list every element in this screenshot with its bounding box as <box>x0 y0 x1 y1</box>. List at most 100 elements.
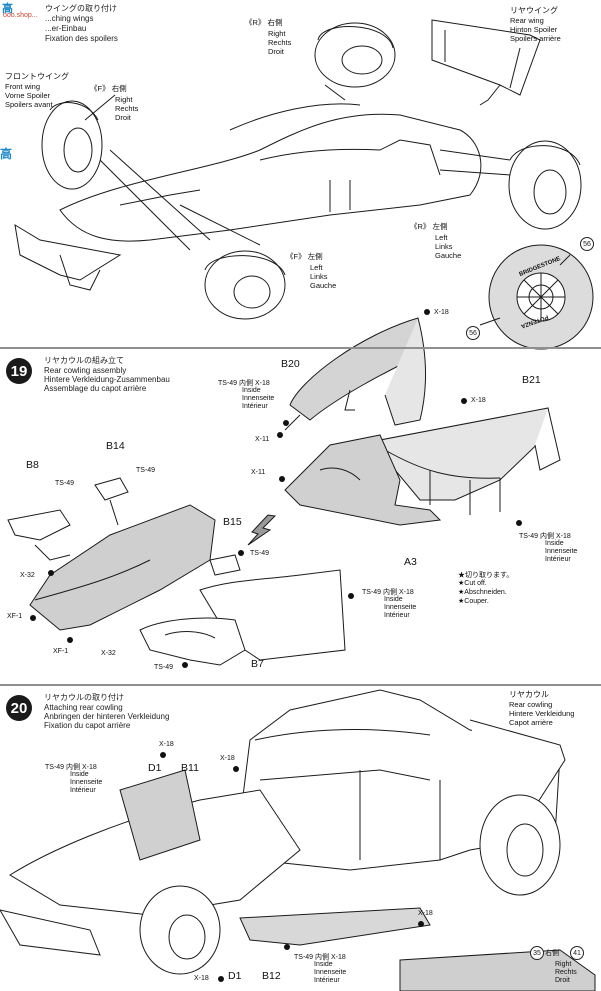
f-right-en: Right <box>115 95 133 104</box>
ts49-inside-label-4: TS-49 内側 X-18 <box>45 764 97 771</box>
x11-label-1: X-11 <box>255 436 270 443</box>
screw-dot <box>284 944 290 950</box>
inside-en-4: Inside <box>70 771 89 778</box>
screw-dot <box>283 420 289 426</box>
rear-wing-fr: Spoilers arrière <box>510 34 561 43</box>
cut-en: ★Cut off. <box>458 580 487 587</box>
step18-title-de: ...er-Einbau <box>45 24 87 33</box>
screw-dot <box>238 550 244 556</box>
front-wing-fr: Spoilers avant <box>5 100 53 109</box>
r-right-fr: Droit <box>268 47 284 56</box>
rear-wing-jp: リヤウイング <box>510 6 558 15</box>
inside-fr-1: Intérieur <box>242 403 268 410</box>
front-wing-de: Vorne Spoiler <box>5 91 51 100</box>
front-wing-jp: フロントウイング <box>5 72 69 81</box>
inside-de-4: Innenseite <box>70 779 103 786</box>
screw-dot <box>424 309 430 315</box>
decal-right-de: Rechts <box>555 969 577 976</box>
part-b21: B21 <box>522 374 541 386</box>
decal-right-fr: Droit <box>555 977 570 984</box>
front-wing-en: Front wing <box>5 82 41 91</box>
part-b15: B15 <box>223 516 242 528</box>
step19-title-fr: Assemblage du capot arrière <box>44 384 147 393</box>
inside-de-3: Innenseite <box>545 548 578 555</box>
screw-dot <box>160 752 166 758</box>
step20-title-fr: Fixation du capot arrière <box>44 721 131 730</box>
step20-title-jp: リヤカウルの取り付け <box>44 693 124 702</box>
inside-fr-5: Intérieur <box>314 977 340 984</box>
rear-cowl-jp: リヤカウル <box>509 690 549 699</box>
part-b8: B8 <box>26 459 39 471</box>
r-right-en: Right <box>268 29 286 38</box>
divider-18-19 <box>0 347 601 349</box>
cut-jp: ★切り取ります。 <box>458 572 514 579</box>
screw-dot <box>182 662 188 668</box>
inside-en-1: Inside <box>242 387 261 394</box>
screw-dot <box>516 520 522 526</box>
step19-number: 19 <box>6 358 32 384</box>
rear-wing-de: Hinton Spoiler <box>510 25 558 34</box>
step20-title-en: Attaching rear cowling <box>44 703 123 712</box>
step19-title-jp: リヤカウルの組み立て <box>44 356 124 365</box>
xf1-label-1: XF-1 <box>7 613 23 620</box>
inside-en-3: Inside <box>545 540 564 547</box>
part-b11: B11 <box>181 762 199 774</box>
f-right-fr: Droit <box>115 113 131 122</box>
part-b14: B14 <box>106 440 125 452</box>
decal-56-top: 56 <box>580 237 594 251</box>
inside-fr-2: Intérieur <box>384 612 410 619</box>
inside-de-5: Innenseite <box>314 969 347 976</box>
r-left-de: Links <box>435 242 453 251</box>
screw-dot <box>348 593 354 599</box>
watermark-url: ooo.shop... <box>3 12 38 19</box>
ts49-inside-label-2: TS-49 内側 X-18 <box>362 589 414 596</box>
cut-de: ★Abschneiden. <box>458 589 507 596</box>
step20-number: 20 <box>6 695 32 721</box>
decal-right-en: Right <box>555 961 572 968</box>
screw-dot <box>461 398 467 404</box>
rear-wing-en: Rear wing <box>510 16 544 25</box>
f-left-mark: 《F》 左側 <box>286 252 323 261</box>
x18-label: X-18 <box>434 309 449 316</box>
ts49-inside-label-5: TS-49 内側 X-18 <box>294 954 346 961</box>
part-d1-bottom: D1 <box>228 970 242 982</box>
decal-41: 41 <box>570 946 584 960</box>
x18-label-5: X-18 <box>418 910 433 917</box>
x32-label-2: X-32 <box>101 650 116 657</box>
rear-cowl-de: Hintere Verkleidung <box>509 709 575 718</box>
side-watermark: 高 <box>0 147 13 161</box>
step18-title-fr: Fixation des spoilers <box>45 34 118 43</box>
decal-35: 35 <box>530 946 544 960</box>
inside-de-2: Innenseite <box>384 604 417 611</box>
decal-right-jp: 右側 <box>545 950 559 957</box>
ts49-label-1: TS-49 <box>136 467 156 474</box>
f-right-de: Rechts <box>115 104 139 113</box>
x32-label-1: X-32 <box>20 572 35 579</box>
r-right-mark: 《R》 右側 <box>245 18 283 27</box>
inside-fr-4: Intérieur <box>70 787 96 794</box>
ts49-label-4: TS-49 <box>154 664 174 671</box>
screw-dot <box>48 570 54 576</box>
x18-label-4: X-18 <box>220 755 235 762</box>
divider-19-20 <box>0 684 601 686</box>
rear-cowl-fr: Capot arrière <box>509 718 553 727</box>
r-left-en: Left <box>435 233 448 242</box>
x18-label-3: X-18 <box>159 741 174 748</box>
step19-title-en: Rear cowling assembly <box>44 366 127 375</box>
inside-fr-3: Intérieur <box>545 556 571 563</box>
part-b20: B20 <box>281 358 300 370</box>
ts49-label-2: TS-49 <box>55 480 75 487</box>
screw-dot <box>418 921 424 927</box>
x11-label-2: X-11 <box>251 469 266 476</box>
ts49-label-3: TS-49 <box>250 550 270 557</box>
part-b7: B7 <box>251 658 264 670</box>
f-left-de: Links <box>310 272 328 281</box>
f-right-mark: 《F》 右側 <box>90 84 127 93</box>
xf1-label-2: XF-1 <box>53 648 69 655</box>
step18-title-en: ...ching wings <box>45 14 94 23</box>
rear-cowl-en: Rear cowling <box>509 700 553 709</box>
r-right-de: Rechts <box>268 38 292 47</box>
x18-label-6: X-18 <box>194 975 209 982</box>
inside-en-5: Inside <box>314 961 333 968</box>
